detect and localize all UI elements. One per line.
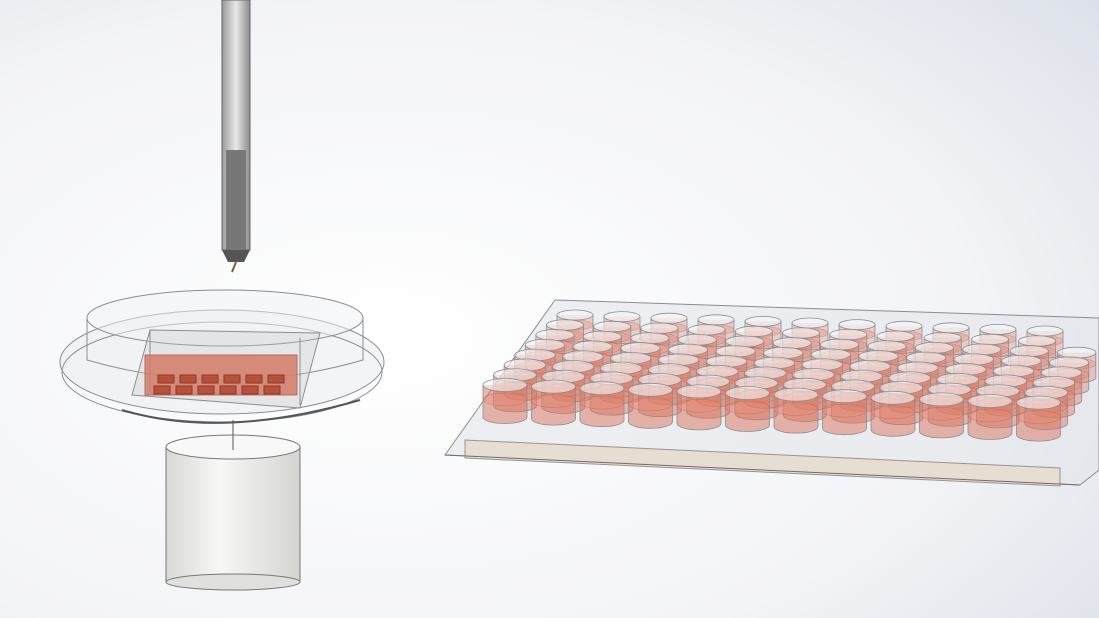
cylinder-holder (165, 420, 301, 591)
well (773, 387, 819, 434)
well (579, 381, 625, 428)
chip-well (175, 385, 193, 395)
chip-well (179, 374, 197, 384)
well (482, 378, 528, 424)
well (1016, 395, 1061, 442)
pipette (221, 0, 251, 273)
chip-well (219, 385, 237, 395)
well (822, 389, 867, 436)
well (967, 394, 1013, 440)
chip-well (197, 385, 215, 395)
chip-well (153, 385, 171, 395)
well (676, 384, 722, 431)
chip-well (223, 374, 241, 384)
well-plate (444, 299, 1099, 487)
well (870, 390, 916, 437)
chip-well (245, 374, 263, 384)
well (531, 379, 576, 426)
well (725, 386, 770, 432)
well (628, 382, 673, 429)
chip-well (263, 385, 281, 395)
well (919, 392, 964, 439)
petri-dish (59, 289, 385, 424)
chip-well (241, 385, 259, 395)
chip-well (201, 374, 219, 384)
chip-well (267, 374, 285, 384)
chip-well (157, 374, 175, 384)
